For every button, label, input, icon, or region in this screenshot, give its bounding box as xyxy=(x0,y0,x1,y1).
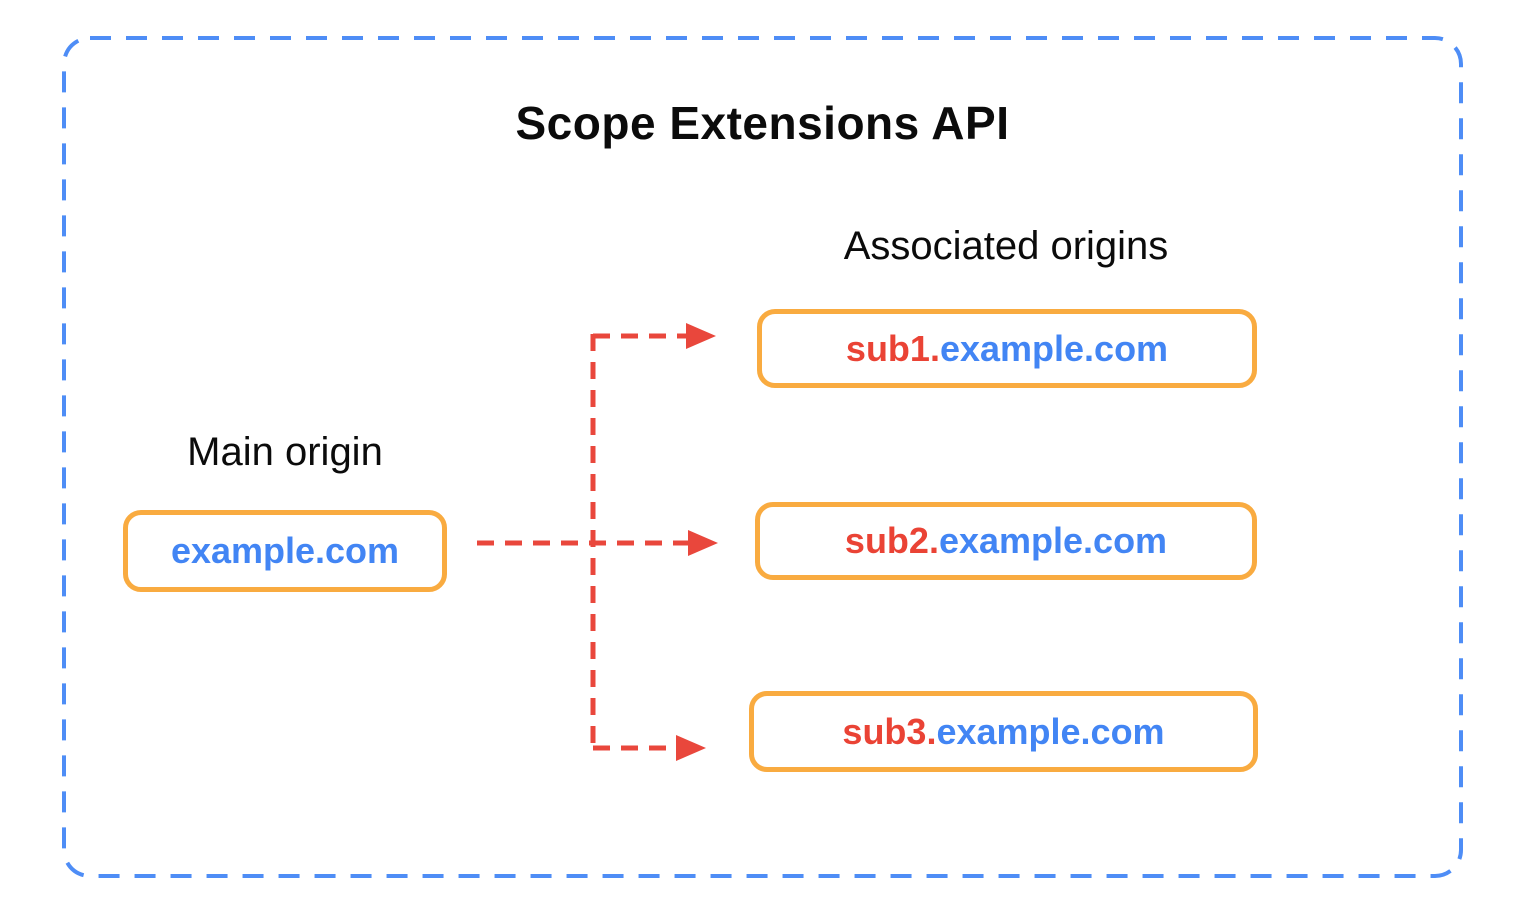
associated-origin-box-sub3: sub3.example.com xyxy=(749,691,1258,772)
arrowhead-sub1-icon xyxy=(686,323,716,349)
diagram-dashed-border xyxy=(62,36,1463,878)
sub2-subdomain: sub2. xyxy=(844,520,939,561)
sub3-subdomain: sub3. xyxy=(842,710,937,752)
sub1-subdomain: sub1. xyxy=(845,327,940,369)
main-origin-label: Main origin xyxy=(187,430,383,474)
associated-origin-box-sub2: sub2.example.com xyxy=(755,502,1257,580)
sub3-domain: example.com xyxy=(936,710,1165,752)
main-origin-domain: example.com xyxy=(170,530,400,571)
sub1-domain: example.com xyxy=(939,327,1169,369)
diagram-title: Scope Extensions API xyxy=(515,97,1010,149)
sub2-domain: example.com xyxy=(938,520,1168,561)
associated-origins-label: Associated origins xyxy=(843,224,1169,268)
arrowhead-sub3-icon xyxy=(676,735,706,761)
main-origin-box: example.com xyxy=(123,510,447,592)
arrowhead-sub2-icon xyxy=(688,530,718,556)
associated-origin-box-sub1: sub1.example.com xyxy=(757,309,1257,388)
